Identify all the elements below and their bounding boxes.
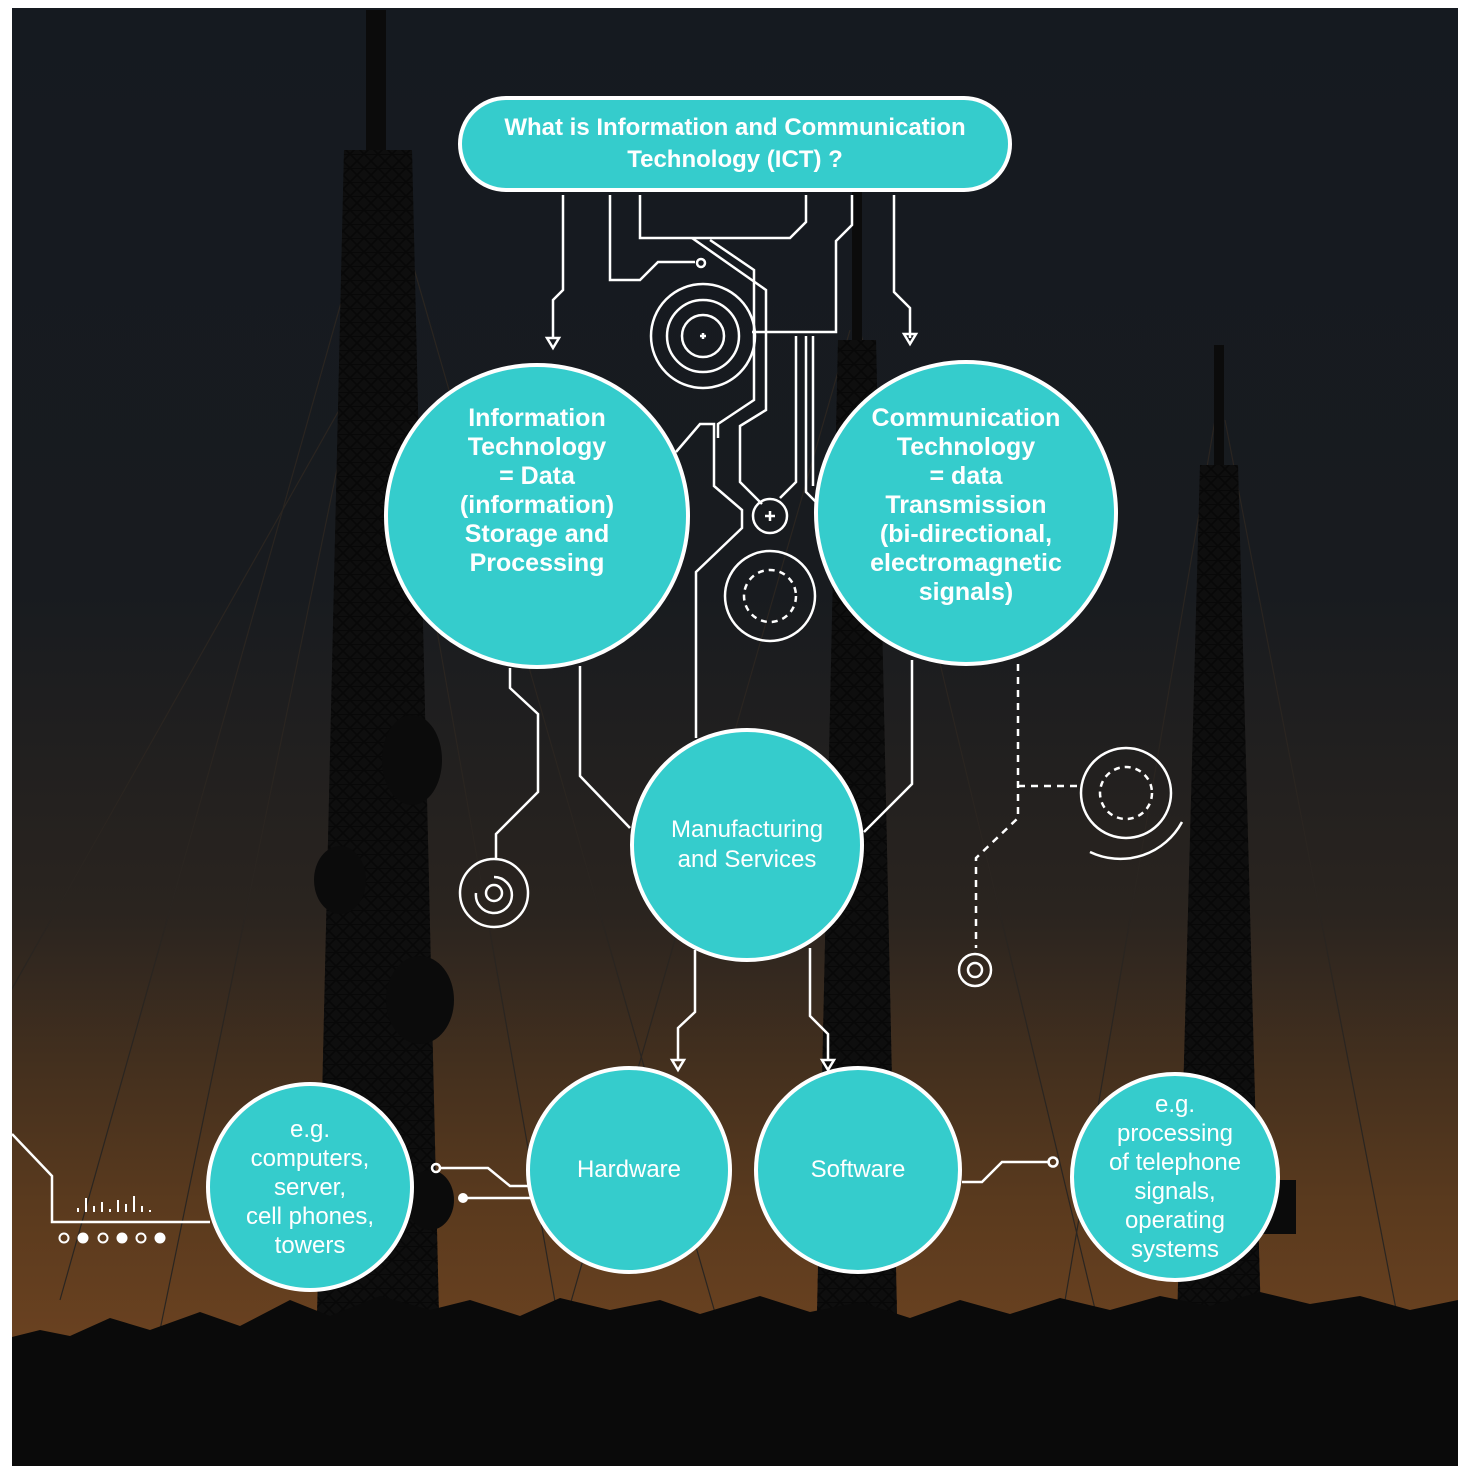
arrow-down-icon xyxy=(669,1058,687,1073)
information-technology-node: Information Technology = Data (informati… xyxy=(384,363,690,669)
connector-lines xyxy=(12,195,1184,1244)
arrow-down-icon xyxy=(901,332,919,347)
plus-node-icon xyxy=(751,497,789,535)
target-icon xyxy=(649,282,757,390)
manufacturing-services-text: Manufacturing and Services xyxy=(670,816,824,873)
title-text: What is Information and Communication Te… xyxy=(504,114,966,173)
hardware-examples-node: e.g. computers, server, cell phones, tow… xyxy=(206,1082,414,1292)
treeline-silhouette xyxy=(12,1292,1458,1466)
diagram-canvas: What is Information and Communication Te… xyxy=(12,8,1458,1466)
communication-technology-node: Communication Technology = data Transmis… xyxy=(814,360,1118,666)
software-text: Software xyxy=(810,1156,906,1183)
information-technology-text: Information Technology = Data (informati… xyxy=(459,404,615,577)
hardware-text: Hardware xyxy=(576,1156,682,1183)
title-node: What is Information and Communication Te… xyxy=(458,96,1012,192)
signal-bars-icon xyxy=(77,1196,151,1212)
arrow-down-icon xyxy=(544,336,562,351)
manufacturing-services-node: Manufacturing and Services xyxy=(630,728,864,962)
target-icon xyxy=(957,952,993,988)
software-examples-node: e.g. processing of telephone signals, op… xyxy=(1070,1072,1280,1282)
software-node: Software xyxy=(754,1066,962,1274)
arrow-down-icon xyxy=(819,1058,837,1073)
spiral-icon xyxy=(458,857,530,929)
dashed-ring-icon xyxy=(723,549,817,643)
hardware-examples-text: e.g. computers, server, cell phones, tow… xyxy=(245,1115,375,1259)
communication-technology-text: Communication Technology = data Transmis… xyxy=(870,403,1062,606)
dot-row-icon xyxy=(58,1232,166,1244)
dashed-ring-icon xyxy=(1079,746,1184,861)
hardware-node: Hardware xyxy=(526,1066,732,1274)
software-examples-text: e.g. processing of telephone signals, op… xyxy=(1108,1091,1242,1263)
